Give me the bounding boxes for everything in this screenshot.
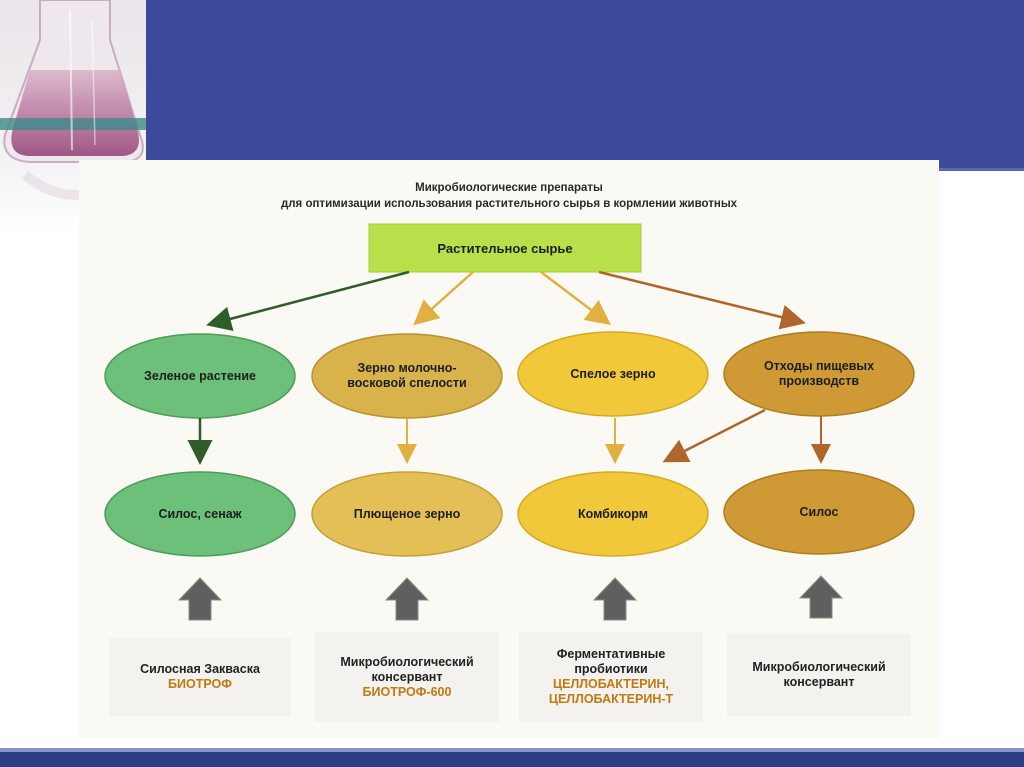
diagram-panel: Микробиологические препараты для оптимиз…	[79, 160, 939, 738]
prep-microbio-conservant: Микробиологический консервант	[727, 634, 911, 716]
prep-text: Микробиологический консервант	[332, 655, 482, 685]
source-label-ripe-grain: Спелое зерно	[533, 354, 693, 394]
prep-text: Ферментативные пробиотики	[541, 647, 681, 677]
arrow-root-to-milky	[417, 272, 473, 322]
diagram-title-line-2: для оптимизации использования растительн…	[79, 198, 939, 210]
source-label-milky-grain: Зерно молочно-восковой спелости	[335, 356, 479, 396]
root-box-label: Растительное сырье	[369, 224, 641, 272]
arrow-root-to-ripe	[541, 272, 607, 322]
footer-bar	[0, 752, 1024, 767]
prep-text: Микробиологический консервант	[729, 660, 909, 690]
prep-cellobacterin: Ферментативные пробиотики ЦЕЛЛОБАКТЕРИН,…	[519, 632, 703, 722]
up-arrow-icon	[800, 576, 842, 618]
arrow-waste-to-feed	[667, 410, 765, 460]
product-label-silage-haylage: Силос, сенаж	[119, 494, 281, 534]
product-label-rolled-grain: Плющеное зерно	[327, 494, 487, 534]
prep-brand: ЦЕЛЛОБАКТЕРИН, ЦЕЛЛОБАКТЕРИН-Т	[526, 677, 696, 707]
prep-biotrof: Силосная Закваска БИОТРОФ	[109, 638, 291, 716]
prep-brand: БИОТРОФ	[168, 677, 232, 692]
source-label-food-waste: Отходы пищевых производств	[753, 354, 885, 394]
diagram-title-line-1: Микробиологические препараты	[79, 182, 939, 194]
arrow-root-to-green	[211, 272, 409, 324]
prep-text: Силосная Закваска	[140, 662, 260, 677]
up-arrow-icon	[179, 578, 221, 620]
prep-biotrof-600: Микробиологический консервант БИОТРОФ-60…	[315, 632, 499, 722]
product-label-silage: Силос	[739, 492, 899, 532]
source-label-green-plant: Зеленое растение	[119, 356, 281, 396]
up-arrow-icon	[386, 578, 428, 620]
slide-header-bar	[0, 0, 1024, 168]
prep-brand: БИОТРОФ-600	[363, 685, 452, 700]
arrow-root-to-waste	[599, 272, 801, 322]
product-label-compound-feed: Комбикорм	[533, 494, 693, 534]
up-arrow-icon	[594, 578, 636, 620]
